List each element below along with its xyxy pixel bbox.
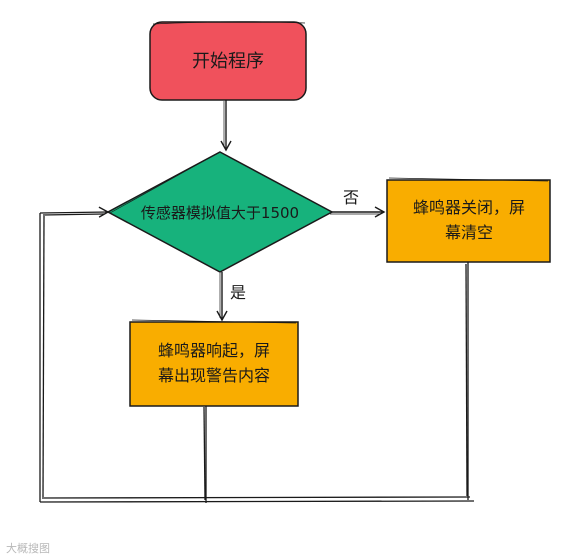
buzzer-off-node: 蜂鸣器关闭，屏 幕清空: [386, 177, 551, 263]
loop-back-lines: [39, 206, 475, 503]
buzzer-off-line2: 幕清空: [445, 223, 493, 242]
watermark: 大概搜图: [6, 542, 50, 555]
start-node: 开始程序: [149, 21, 307, 101]
buzzer-on-node: 蜂鸣器响起，屏 幕出现警告内容: [129, 319, 299, 407]
start-label: 开始程序: [192, 51, 264, 72]
no-label: 否: [343, 188, 359, 207]
edge-start-to-decision: [220, 100, 232, 152]
decision-label: 传感器模拟值大于1500: [141, 204, 299, 222]
edge-decision-no: 否: [330, 188, 386, 218]
edge-decision-yes: 是: [216, 272, 246, 322]
buzzer-on-line1: 蜂鸣器响起，屏: [158, 341, 270, 360]
yes-label: 是: [230, 283, 246, 302]
decision-node: 传感器模拟值大于1500: [106, 151, 334, 273]
buzzer-off-line1: 蜂鸣器关闭，屏: [413, 198, 525, 217]
buzzer-on-line2: 幕出现警告内容: [158, 366, 270, 385]
